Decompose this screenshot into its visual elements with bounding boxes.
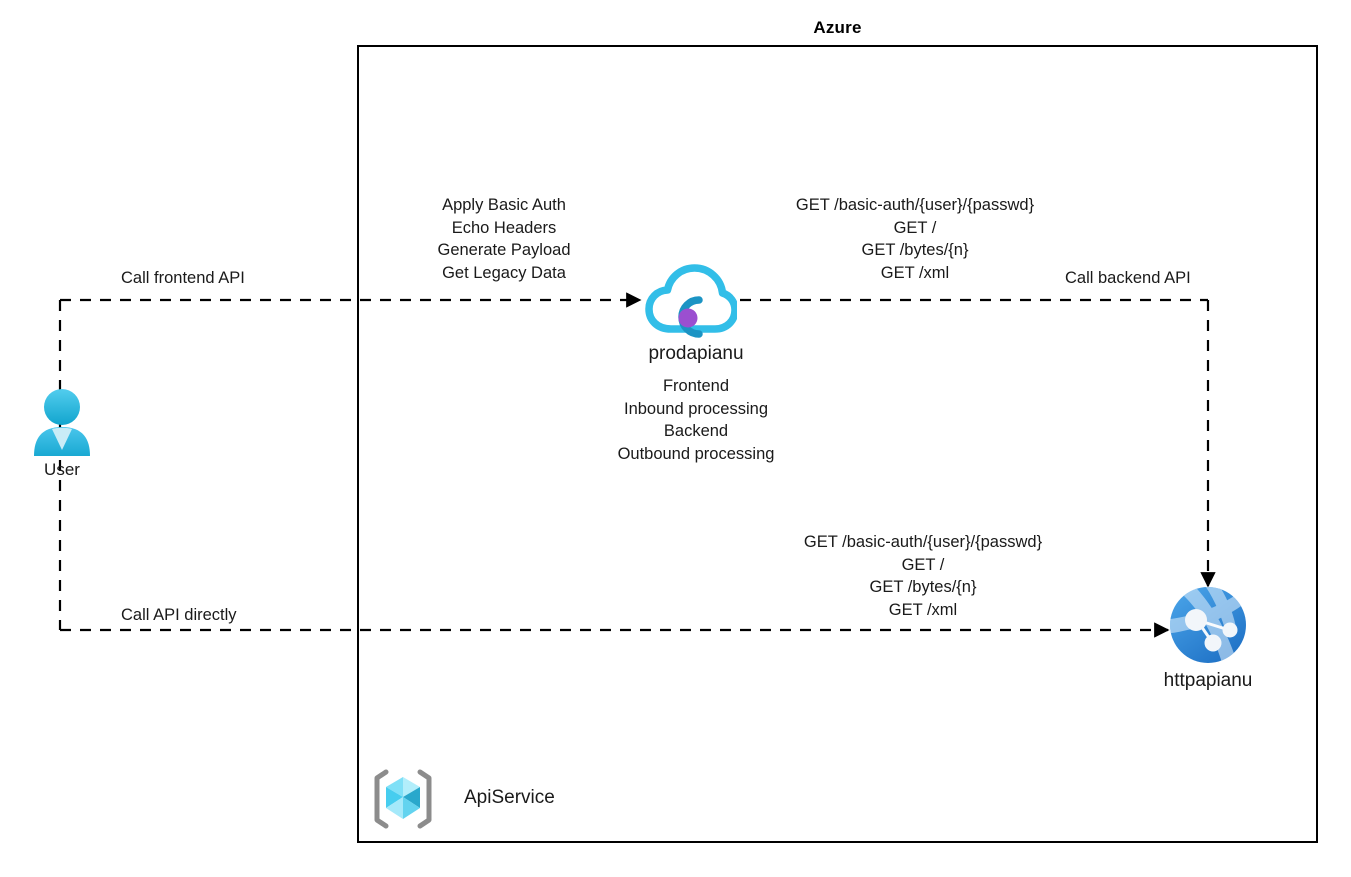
label-call-backend-api: Call backend API: [1065, 269, 1191, 287]
azure-boundary-title: Azure: [813, 18, 862, 37]
detail-line: Outbound processing: [617, 444, 775, 463]
azure-container-app-globe-icon: [1167, 584, 1249, 666]
operation-line: GET /bytes/{n}: [869, 578, 977, 596]
operation-line: GET /xml: [888, 600, 958, 619]
policy-line: Get Legacy Data: [442, 263, 566, 282]
azure-boundary-box: [357, 45, 1318, 843]
prodapianu-label: prodapianu: [648, 343, 744, 364]
operation-line: GET /bytes/{n}: [861, 241, 969, 259]
annotation-apim-policies: Apply Basic Auth Echo Headers Generate P…: [384, 194, 624, 284]
detail-line: Backend: [663, 422, 729, 440]
operation-line: GET /: [901, 555, 945, 574]
label-call-frontend-api: Call frontend API: [121, 269, 245, 287]
operation-line: GET /basic-auth/{user}/{passwd}: [795, 196, 1035, 214]
detail-line: Frontend: [662, 377, 730, 395]
httpapianu-label: httpapianu: [1163, 670, 1253, 691]
user-label: User: [44, 460, 80, 479]
prodapianu-details: Frontend Inbound processing Backend Outb…: [546, 375, 846, 465]
apiservice-label: ApiService: [464, 787, 555, 808]
policy-line: Generate Payload: [437, 241, 571, 259]
policy-line: Echo Headers: [451, 218, 557, 237]
user-person-icon: [28, 388, 96, 460]
label-call-api-directly: Call API directly: [121, 606, 237, 624]
annotation-backend-operations: GET /basic-auth/{user}/{passwd} GET / GE…: [770, 194, 1060, 284]
detail-line: Inbound processing: [623, 399, 769, 418]
azure-api-management-cloud-icon: [645, 262, 739, 342]
operation-line: GET /basic-auth/{user}/{passwd}: [803, 533, 1043, 551]
annotation-direct-operations: GET /basic-auth/{user}/{passwd} GET / GE…: [778, 531, 1068, 621]
azure-resource-group-cube-icon: [372, 768, 434, 830]
operation-line: GET /: [893, 218, 937, 237]
operation-line: GET /xml: [880, 263, 950, 282]
policy-line: Apply Basic Auth: [442, 196, 566, 214]
